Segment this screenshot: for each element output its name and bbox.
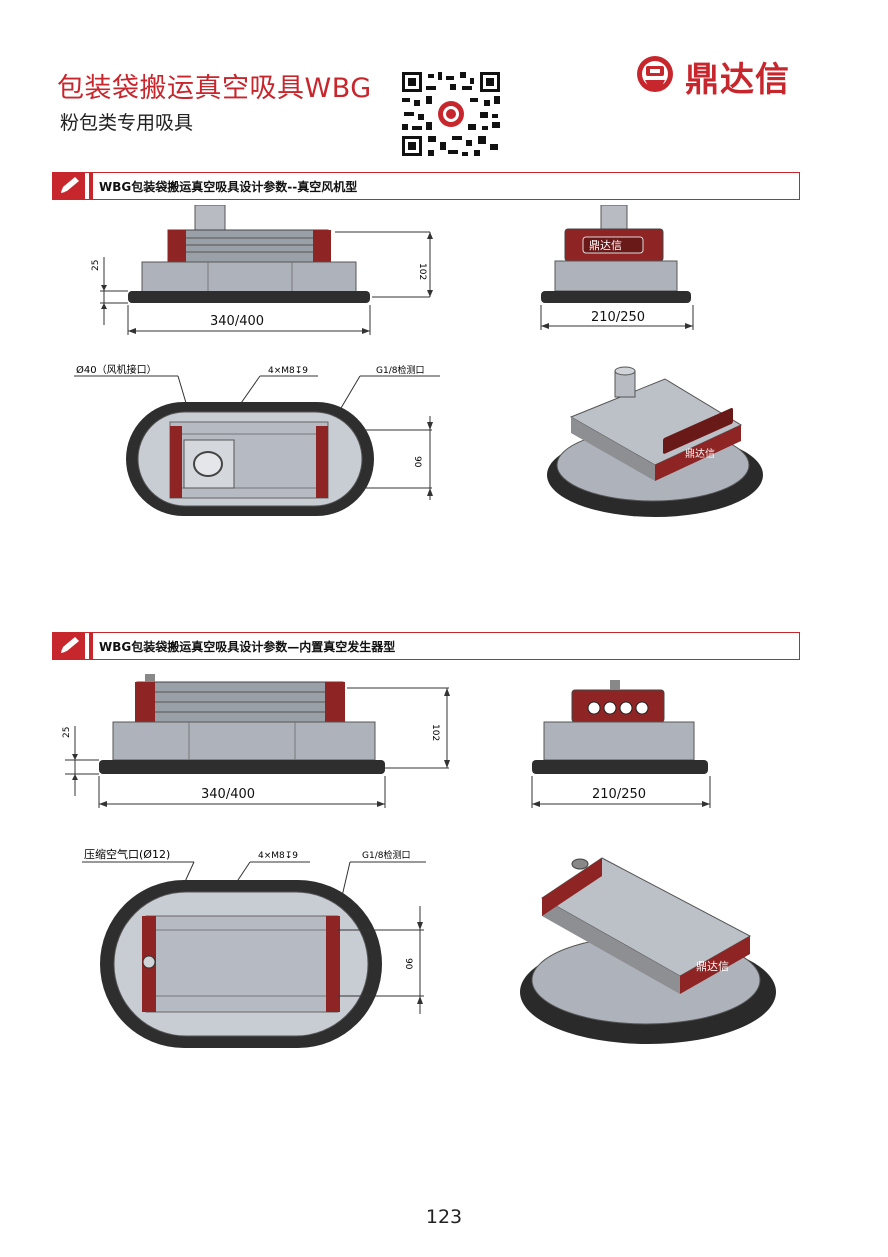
section-2-title: WBG包装袋搬运真空吸具设计参数—内置真空发生器型 bbox=[99, 640, 396, 654]
s2-iso-plate-label: 鼎达信 bbox=[696, 960, 729, 973]
s2-front-height-total: 102 bbox=[430, 724, 440, 741]
pencil-icon bbox=[53, 173, 85, 199]
s2-front-height-small: 25 bbox=[62, 727, 72, 738]
page-title: 包装袋搬运真空吸具WBG bbox=[57, 73, 372, 104]
page-number: 123 bbox=[425, 1206, 463, 1228]
s2-front-width-label: 340/400 bbox=[201, 787, 255, 802]
section-1-heading: WBG包装袋搬运真空吸具设计参数--真空风机型 bbox=[52, 172, 800, 200]
s1-side-plate-label: 鼎达信 bbox=[589, 239, 622, 252]
s1-front-view: 25 102 340/400 bbox=[91, 205, 433, 335]
s2-callout-left: 压缩空气口(Ø12) bbox=[84, 847, 170, 861]
s1-side-width-label: 210/250 bbox=[591, 310, 645, 325]
s1-top-dim-right: 90 bbox=[412, 456, 422, 468]
logo-mark-icon bbox=[637, 56, 673, 92]
s1-callout-right: G1/8检测口 bbox=[376, 364, 424, 376]
section-2-heading: WBG包装袋搬运真空吸具设计参数—内置真空发生器型 bbox=[52, 632, 800, 660]
s1-top-view: Ø40（风机接口） 4×M8↧9 G1/8检测口 90 bbox=[74, 363, 440, 516]
s1-front-height-total: 102 bbox=[417, 263, 427, 280]
qr-code-icon bbox=[400, 70, 502, 158]
s2-callout-mid: 4×M8↧9 bbox=[258, 851, 298, 861]
s2-side-width-label: 210/250 bbox=[592, 787, 646, 802]
logo-text: 鼎达信 bbox=[685, 60, 790, 100]
page-subtitle: 粉包类专用吸具 bbox=[60, 112, 194, 134]
s1-callout-mid: 4×M8↧9 bbox=[268, 366, 308, 376]
s2-side-view: 210/250 bbox=[531, 680, 711, 808]
s2-iso-view: 鼎达信 bbox=[520, 857, 776, 1044]
s1-iso-view: 鼎达信 bbox=[547, 366, 763, 517]
s2-front-view: 25 102 340/400 bbox=[62, 674, 450, 808]
brand-logo: 鼎达信 bbox=[633, 52, 813, 100]
s1-iso-plate-label: 鼎达信 bbox=[685, 448, 715, 460]
section-1-title: WBG包装袋搬运真空吸具设计参数--真空风机型 bbox=[99, 180, 358, 194]
s2-top-view: 压缩空气口(Ø12) 4×M8↧9 G1/8检测口 90 bbox=[82, 847, 426, 1048]
s2-top-dim-right: 90 bbox=[403, 958, 413, 970]
s2-callout-right: G1/8检测口 bbox=[362, 849, 410, 861]
s1-side-view: 鼎达信 210/250 bbox=[540, 205, 694, 330]
s1-callout-left: Ø40（风机接口） bbox=[76, 363, 157, 376]
s1-front-height-small: 25 bbox=[91, 260, 101, 271]
pencil-icon bbox=[53, 633, 85, 659]
s1-front-width-label: 340/400 bbox=[210, 314, 264, 329]
